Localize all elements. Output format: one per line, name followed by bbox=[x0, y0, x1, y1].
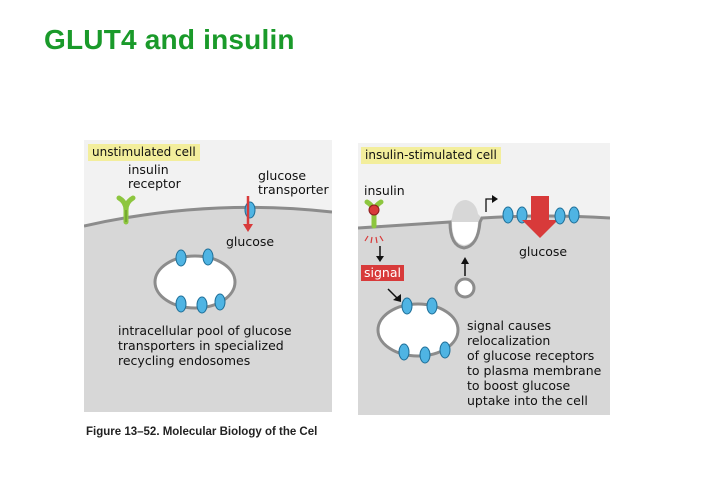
explanation-line4: to plasma membrane bbox=[467, 363, 602, 378]
signal-to-endosome-arrow-icon bbox=[387, 288, 401, 302]
insulin-receptor-label-line2: receptor bbox=[128, 176, 181, 191]
transporter-icon bbox=[426, 297, 438, 315]
fusing-vesicle bbox=[452, 222, 478, 245]
left-endosome bbox=[153, 248, 237, 314]
glucose-transporter-label-line1: glucose bbox=[258, 168, 307, 183]
signal-badge: signal bbox=[361, 265, 404, 281]
right-cytoplasm bbox=[358, 200, 610, 415]
left-glucose-label: glucose bbox=[226, 234, 275, 249]
explanation-line6: uptake into the cell bbox=[467, 393, 588, 408]
exocytosis-arrow-icon bbox=[485, 195, 498, 212]
left-cytoplasm bbox=[84, 207, 332, 412]
transporter-icon bbox=[419, 346, 431, 364]
insulin-bound-receptor-icon bbox=[364, 199, 384, 244]
pool-text-line2: transporters in specialized bbox=[118, 338, 284, 353]
transporter-icon bbox=[202, 248, 214, 266]
transporter-icon bbox=[175, 249, 187, 267]
vesicle-up-arrow-icon bbox=[461, 257, 469, 276]
insulin-receptor-label-line1: insulin bbox=[128, 162, 169, 177]
insulin-label: insulin bbox=[364, 183, 405, 198]
transporter-icon bbox=[214, 293, 226, 311]
transporter-icon bbox=[398, 343, 410, 361]
membrane-transporters-icon bbox=[502, 196, 580, 238]
transporter-icon bbox=[401, 297, 413, 315]
page-title: GLUT4 and insulin bbox=[44, 24, 295, 55]
figure-caption: Figure 13–52. Molecular Biology of the C… bbox=[86, 426, 318, 438]
insulin-icon bbox=[368, 204, 380, 216]
left-panel bbox=[84, 140, 332, 412]
explanation-line5: to boost glucose bbox=[467, 378, 571, 393]
pool-text-line3: recycling endosomes bbox=[118, 353, 251, 368]
glucose-transporter-label-line2: transporter bbox=[258, 182, 329, 197]
glucose-influx-arrow-icon bbox=[522, 196, 558, 238]
insulin-receptor-icon bbox=[116, 195, 136, 225]
transporter-icon bbox=[175, 295, 187, 313]
left-panel-label: unstimulated cell bbox=[88, 144, 200, 161]
right-panel bbox=[358, 143, 610, 415]
signal-arrow-icon bbox=[376, 246, 384, 262]
left-plasma-membrane bbox=[84, 205, 332, 228]
transporter-icon bbox=[196, 296, 208, 314]
explanation-line1: signal causes bbox=[467, 318, 552, 333]
glucose-transporter-icon bbox=[243, 196, 256, 232]
right-glucose-label: glucose bbox=[519, 244, 568, 259]
explanation-line3: of glucose receptors bbox=[467, 348, 595, 363]
right-endosome bbox=[376, 297, 460, 364]
budding-vesicle bbox=[454, 277, 476, 299]
transporter-icon bbox=[439, 341, 451, 359]
right-panel-label: insulin-stimulated cell bbox=[361, 147, 501, 164]
explanation-line2: relocalization bbox=[467, 333, 551, 348]
pool-text-line1: intracellular pool of glucose bbox=[118, 323, 292, 338]
